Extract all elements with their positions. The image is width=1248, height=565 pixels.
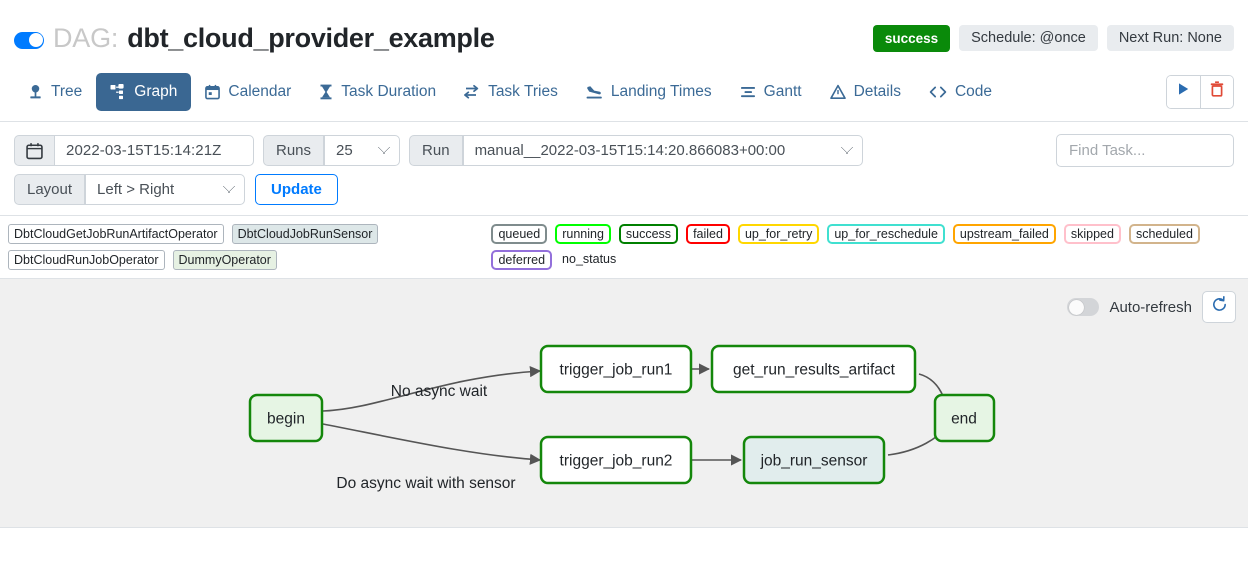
tab-tree[interactable]: Tree <box>14 73 96 111</box>
graph-node-get-run-results-artifact[interactable]: get_run_results_artifact <box>710 344 917 394</box>
next-run-badge: Next Run: None <box>1106 25 1234 51</box>
dag-prefix-label: DAG: <box>53 22 119 53</box>
state-legend-deferred[interactable]: deferred <box>491 250 553 270</box>
graph-node-job-run-sensor[interactable]: job_run_sensor <box>742 435 886 485</box>
schedule-badge[interactable]: Schedule: @once <box>959 25 1098 51</box>
tab-task-tries[interactable]: Task Tries <box>450 73 572 111</box>
delete-dag-button[interactable] <box>1200 75 1233 108</box>
tab-label: Calendar <box>228 82 292 100</box>
hourglass-icon <box>319 84 333 100</box>
edge-label: Do async wait with sensor <box>336 475 515 492</box>
operator-legend-item[interactable]: DbtCloudJobRunSensor <box>231 224 379 244</box>
operator-legend-item[interactable]: DbtCloudRunJobOperator <box>8 250 165 270</box>
trigger-dag-button[interactable] <box>1167 75 1200 108</box>
state-legend-skipped[interactable]: skipped <box>1063 224 1121 244</box>
tab-task-duration[interactable]: Task Duration <box>305 73 450 111</box>
auto-refresh-label: Auto-refresh <box>1109 298 1192 316</box>
code-brackets-icon <box>929 84 947 100</box>
retry-icon <box>464 84 480 100</box>
base-date-input[interactable] <box>54 135 254 166</box>
state-legend-failed[interactable]: failed <box>686 224 730 244</box>
tab-gantt[interactable]: Gantt <box>726 73 816 111</box>
layout-select[interactable]: Left > Right <box>85 174 246 205</box>
tab-label: Task Tries <box>488 82 558 100</box>
state-legend-upstream-failed[interactable]: upstream_failed <box>952 224 1056 244</box>
auto-refresh-toggle[interactable] <box>1067 298 1100 316</box>
tab-label: Graph <box>134 82 178 100</box>
tab-label: Code <box>954 82 993 100</box>
state-legend-queued[interactable]: queued <box>491 224 548 244</box>
dag-header: DAG: dbt_cloud_provider_example success … <box>0 0 1248 62</box>
edge-label: No async wait <box>391 383 488 400</box>
warning-triangle-icon <box>829 84 846 100</box>
calendar-icon <box>205 84 221 100</box>
graph-node-trigger-job-run1[interactable]: trigger_job_run1 <box>539 344 693 394</box>
num-runs-group: Runs 25 <box>263 135 401 166</box>
dag-nav-tabs: Tree Graph Calendar Task Duration Task T… <box>0 62 1248 122</box>
legend-bar: DbtCloudGetJobRunArtifactOperator DbtClo… <box>0 216 1248 279</box>
tab-label: Task Duration <box>341 82 437 100</box>
play-icon <box>1177 82 1190 101</box>
run-id-select[interactable]: manual__2022-03-15T15:14:20.866083+00:00 <box>462 135 863 166</box>
layout-group: Layout Left > Right <box>14 174 246 205</box>
node-label: begin <box>267 411 305 428</box>
tab-label: Details <box>853 82 901 100</box>
dag-pause-toggle[interactable] <box>14 31 44 49</box>
tab-label: Landing Times <box>610 82 712 100</box>
state-legend-up-for-retry[interactable]: up_for_retry <box>737 224 820 244</box>
operator-legend: DbtCloudGetJobRunArtifactOperator DbtClo… <box>6 224 481 270</box>
operator-legend-item[interactable]: DbtCloudGetJobRunArtifactOperator <box>8 224 224 244</box>
status-badge: success <box>872 24 951 52</box>
edge-begin-to-trigger1 <box>322 366 542 412</box>
page-title: dbt_cloud_provider_example <box>127 22 495 53</box>
num-runs-select[interactable]: 25 <box>324 135 401 166</box>
node-label: trigger_job_run1 <box>560 362 673 379</box>
run-id-label: Run <box>409 135 463 166</box>
tab-details[interactable]: Details <box>816 73 915 111</box>
state-legend: queued running success failed up_for_ret… <box>481 224 1242 270</box>
gantt-icon <box>740 84 756 100</box>
calendar-icon[interactable] <box>14 135 54 166</box>
plane-landing-icon <box>586 84 603 100</box>
legend-row: DbtCloudGetJobRunArtifactOperator DbtClo… <box>6 224 1242 270</box>
operator-legend-item[interactable]: DummyOperator <box>172 250 277 270</box>
filter-row-bottom: Layout Left > Right Update <box>14 174 1234 205</box>
graph-icon <box>110 83 126 100</box>
tab-label: Tree <box>51 82 83 100</box>
run-id-group: Run manual__2022-03-15T15:14:20.866083+0… <box>409 135 863 166</box>
update-button[interactable]: Update <box>255 174 338 205</box>
tree-icon <box>28 84 43 100</box>
filter-row-top: Runs 25 Run manual__2022-03-15T15:14:20.… <box>14 134 1234 167</box>
state-legend-no-status[interactable]: no_status <box>562 252 617 266</box>
node-label: trigger_job_run2 <box>560 453 673 470</box>
trash-icon <box>1210 81 1224 102</box>
graph-node-end[interactable]: end <box>933 393 996 443</box>
graph-node-trigger-job-run2[interactable]: trigger_job_run2 <box>539 435 693 485</box>
graph-toolbar: Auto-refresh <box>1067 291 1236 323</box>
tab-landing-times[interactable]: Landing Times <box>572 73 726 111</box>
dag-action-button-group <box>1166 74 1234 109</box>
state-legend-up-for-reschedule[interactable]: up_for_reschedule <box>827 224 945 244</box>
node-label: get_run_results_artifact <box>733 362 896 379</box>
tab-graph[interactable]: Graph <box>96 72 192 111</box>
tab-calendar[interactable]: Calendar <box>191 73 305 111</box>
refresh-icon <box>1211 296 1228 318</box>
refresh-button[interactable] <box>1202 291 1236 323</box>
edge-begin-to-trigger2 <box>322 423 542 465</box>
dag-graph-svg: No async wait Do async wait with sensor … <box>248 344 996 492</box>
dag-filter-bar: Runs 25 Run manual__2022-03-15T15:14:20.… <box>0 122 1248 216</box>
state-legend-success[interactable]: success <box>618 224 679 244</box>
tab-label: Gantt <box>763 82 802 100</box>
graph-node-begin[interactable]: begin <box>248 393 324 443</box>
num-runs-label: Runs <box>263 135 325 166</box>
base-date-group <box>14 135 254 166</box>
find-task-input[interactable] <box>1056 134 1234 167</box>
tab-code[interactable]: Code <box>915 73 1006 111</box>
node-label: end <box>951 411 977 428</box>
state-legend-scheduled[interactable]: scheduled <box>1128 224 1200 244</box>
layout-label: Layout <box>14 174 86 205</box>
node-label: job_run_sensor <box>760 453 868 470</box>
state-legend-running[interactable]: running <box>555 224 611 244</box>
dag-graph-canvas[interactable]: Auto-refresh No async wait Do async wait… <box>0 279 1248 528</box>
